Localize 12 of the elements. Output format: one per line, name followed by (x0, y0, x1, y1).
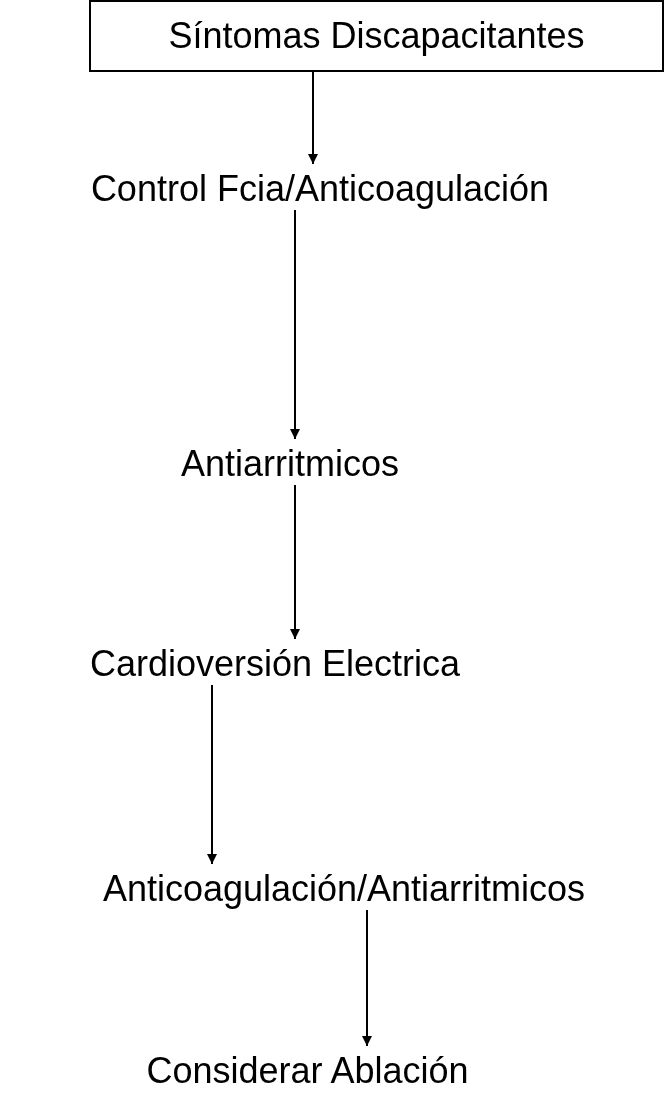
arrow (290, 484, 300, 640)
arrow (308, 71, 318, 165)
step-text: Considerar Ablación (110, 1050, 505, 1092)
step-text: Antiarritmicos (140, 443, 440, 485)
process-box (89, 0, 664, 72)
arrow (290, 209, 300, 440)
box-label: Síntomas Discapacitantes (168, 15, 585, 57)
step-text: Anticoagulación/Antiarritmicos (20, 868, 668, 910)
arrow (207, 684, 217, 865)
step-text: Cardioversión Electrica (20, 643, 530, 685)
arrow (362, 909, 372, 1047)
step-text: Control Fcia/Anticoagulación (10, 168, 630, 210)
